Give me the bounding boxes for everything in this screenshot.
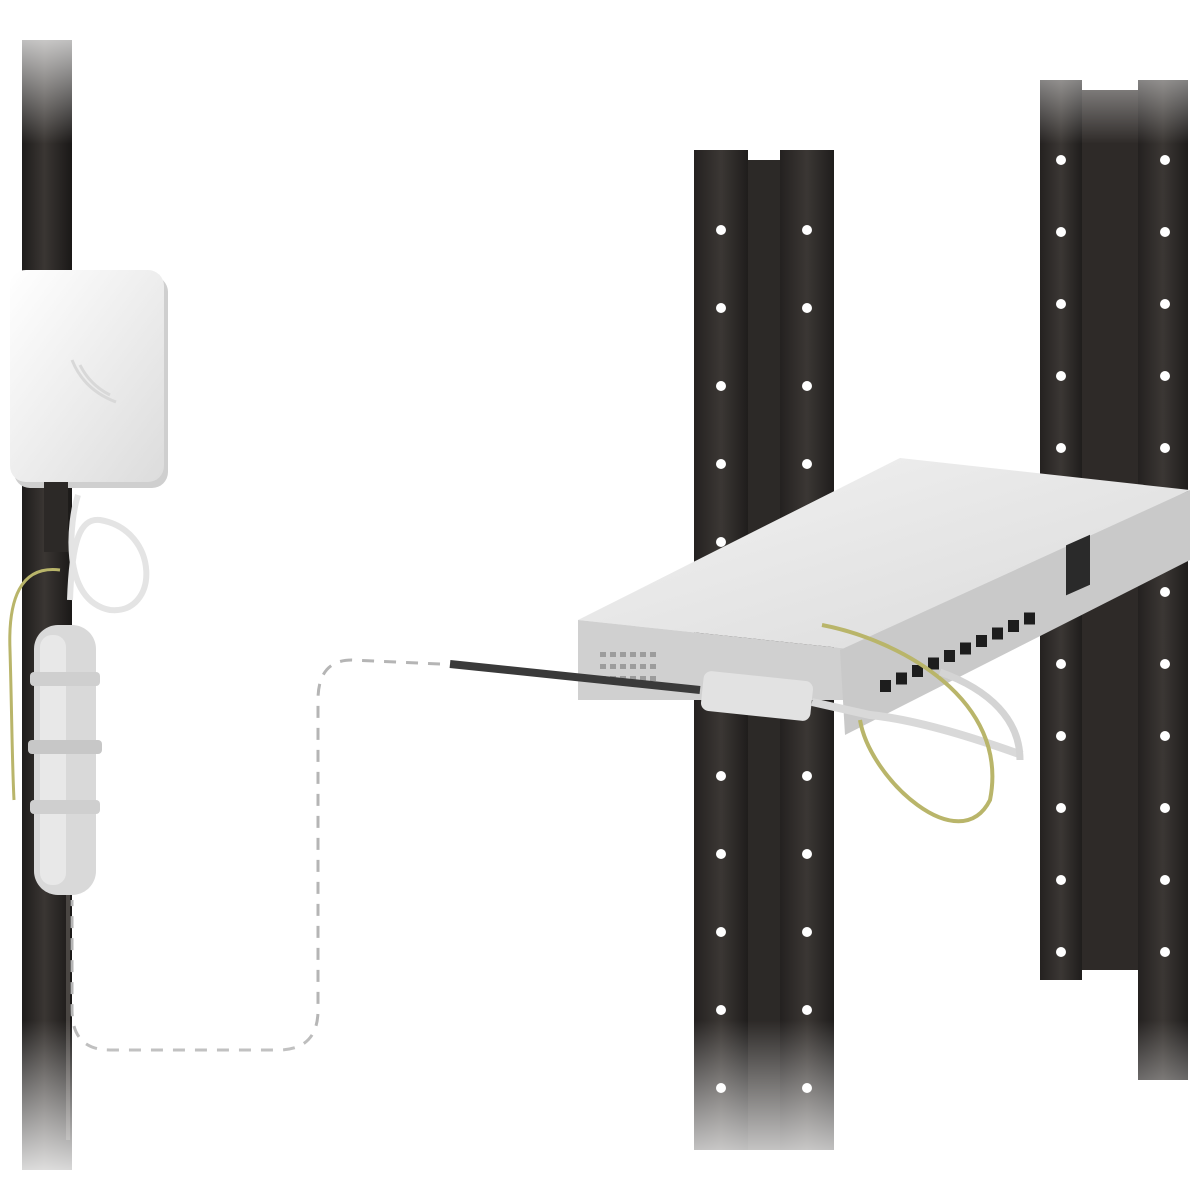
fade-overlay — [0, 0, 1200, 1200]
scene — [0, 0, 1200, 1200]
